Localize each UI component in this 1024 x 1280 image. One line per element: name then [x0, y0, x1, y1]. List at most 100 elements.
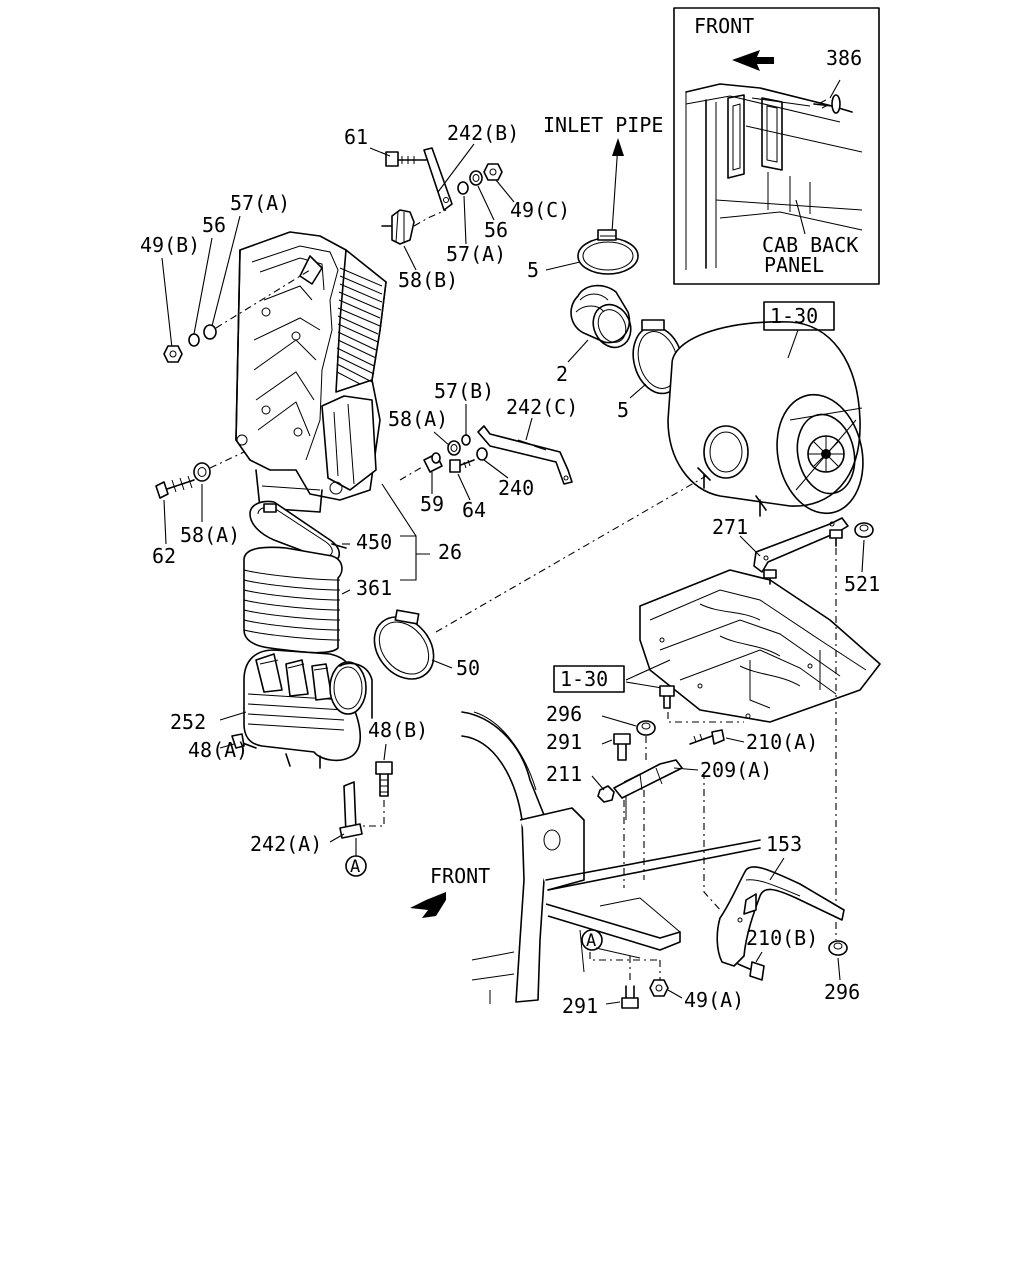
hose-2	[570, 284, 632, 349]
label-291-top: 291	[546, 730, 582, 754]
bolt-floor	[659, 685, 675, 709]
nut-49b	[163, 345, 183, 363]
bracket-242a	[339, 781, 363, 839]
mount-58b	[381, 209, 447, 245]
nut-211	[597, 785, 615, 803]
cab-back-panel-inset: FRONT 386 CAB BACK PANEL	[673, 7, 880, 285]
bracket-271	[753, 517, 849, 585]
frame-rail	[461, 711, 761, 1004]
bolt-210b	[737, 961, 765, 981]
inlet-pipe-label: INLET PIPE	[543, 113, 663, 137]
label-59: 59	[420, 492, 444, 516]
label-5-top: 5	[527, 258, 539, 282]
floor-panel	[639, 569, 881, 723]
label-242b: 242(B)	[447, 121, 519, 145]
label-58a-left: 58(A)	[180, 523, 240, 547]
bolt-210a	[689, 729, 725, 745]
washer-57b	[461, 434, 471, 446]
circle-a-left-letter: A	[350, 857, 360, 877]
label-49c: 49(C)	[510, 198, 570, 222]
ref-1-30-top: 1-30	[770, 304, 818, 328]
clamp-5-top	[577, 229, 639, 275]
filter-element-361	[243, 546, 343, 654]
bracket-153	[716, 866, 845, 967]
label-48b: 48(B)	[368, 718, 428, 742]
label-56-left: 56	[202, 213, 226, 237]
label-521: 521	[844, 572, 880, 596]
label-61: 61	[344, 125, 368, 149]
label-49a: 49(A)	[684, 988, 744, 1012]
bracket-209a	[613, 759, 683, 820]
label-64: 64	[462, 498, 486, 522]
label-252: 252	[170, 710, 206, 734]
label-240: 240	[498, 476, 534, 500]
label-361: 361	[356, 576, 392, 600]
collar-58a-mid	[447, 440, 461, 456]
label-271: 271	[712, 515, 748, 539]
reference-circle-a-left	[345, 855, 367, 877]
label-291-bottom: 291	[562, 994, 598, 1018]
bolt-291-bottom	[621, 985, 639, 1009]
washer-57a-top	[203, 324, 217, 340]
washer-57a-mid	[457, 181, 469, 195]
label-57b: 57(B)	[434, 379, 494, 403]
label-450: 450	[356, 530, 392, 554]
inset-front-label: FRONT	[694, 14, 754, 38]
washer-240	[476, 447, 488, 461]
label-296-bottom: 296	[824, 980, 860, 1004]
bolt-64	[449, 459, 475, 473]
label-210b: 210(B)	[746, 926, 818, 950]
label-153: 153	[766, 832, 802, 856]
nut-49c	[483, 163, 503, 181]
bottom-front-arrow-icon	[410, 892, 446, 918]
label-57a-top: 57(A)	[230, 191, 290, 215]
inset-front-arrow-icon	[732, 50, 774, 71]
label-242a: 242(A)	[250, 832, 322, 856]
label-242c: 242(C)	[506, 395, 578, 419]
bottom-front-label: FRONT	[430, 864, 490, 888]
ref-box-1-30-top	[763, 301, 835, 331]
housing-252	[243, 649, 373, 769]
label-209a: 209(A)	[700, 758, 772, 782]
label-62: 62	[152, 544, 176, 568]
clamp-50	[373, 609, 435, 680]
seal-450	[249, 500, 347, 563]
spacer-59	[423, 452, 443, 473]
bracket-242c	[477, 425, 573, 485]
label-56-right: 56	[484, 218, 508, 242]
label-58b: 58(B)	[398, 268, 458, 292]
bolt-61	[385, 151, 427, 167]
cab-back-label: CAB BACK	[762, 233, 858, 257]
reference-circle-a-bottom	[581, 929, 603, 951]
label-58a-mid: 58(A)	[388, 407, 448, 431]
label-26: 26	[438, 540, 462, 564]
collar-58a-left	[193, 462, 211, 482]
label-5-bottom: 5	[617, 398, 629, 422]
nut-296-top	[636, 720, 656, 736]
label-49b: 49(B)	[140, 233, 200, 257]
label-386: 386	[826, 46, 862, 70]
nut-521	[854, 522, 874, 538]
label-50: 50	[456, 656, 480, 680]
label-210a: 210(A)	[746, 730, 818, 754]
bolt-291-top	[613, 733, 631, 761]
ref-box-1-30-bottom	[553, 665, 625, 693]
circle-a-bottom-letter: A	[586, 931, 596, 951]
bracket-242b	[423, 147, 453, 211]
bolt-48a	[231, 733, 257, 749]
air-intake-duct	[235, 231, 387, 513]
nut-49a	[649, 979, 669, 997]
label-2: 2	[556, 362, 568, 386]
inlet-pipe-arrow-icon	[612, 138, 624, 156]
ref-1-30-bottom: 1-30	[560, 667, 608, 691]
label-48a: 48(A)	[188, 738, 248, 762]
label-296-top: 296	[546, 702, 582, 726]
air-cleaner	[667, 321, 864, 517]
label-57a-mid: 57(A)	[446, 242, 506, 266]
bolt-62	[155, 475, 195, 499]
washer-56-left	[188, 333, 200, 347]
bolt-48b	[375, 761, 393, 797]
nut-296-bottom	[828, 940, 848, 956]
